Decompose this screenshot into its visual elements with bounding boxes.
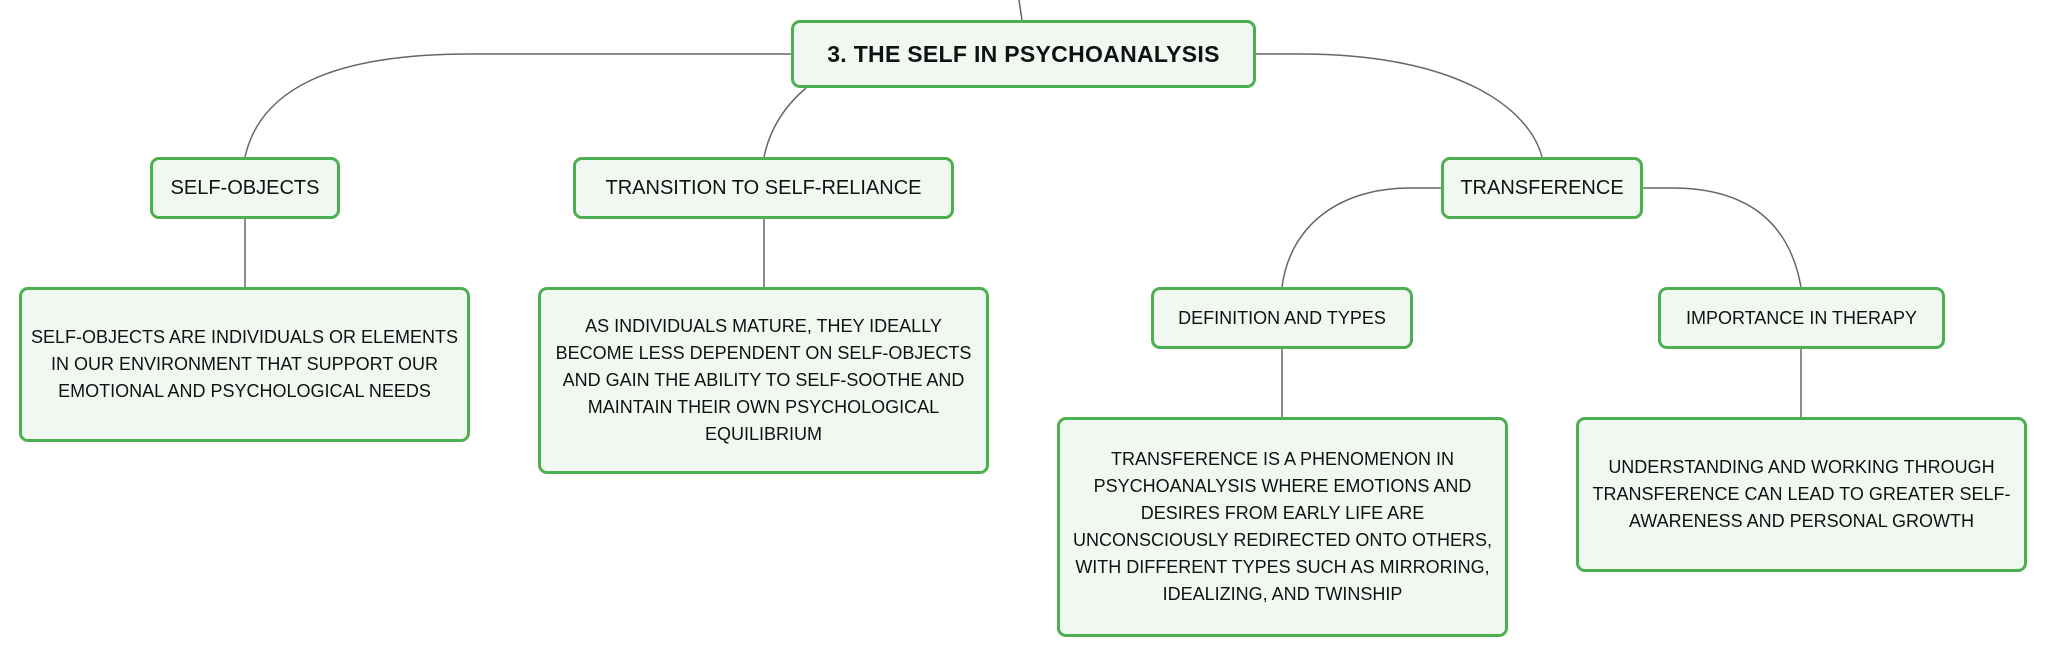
root-node-label: 3. THE SELF IN PSYCHOANALYSIS (827, 40, 1220, 67)
description-text: UNDERSTANDING AND WORKING THROUGH TRANSF… (1592, 457, 2011, 531)
description-text: AS INDIVIDUALS MATURE, THEY IDEALLY BECO… (555, 316, 972, 444)
subtopic-definition-and-types[interactable]: DEFINITION AND TYPES (1151, 287, 1413, 349)
description-importance-in-therapy[interactable]: UNDERSTANDING AND WORKING THROUGH TRANSF… (1576, 417, 2027, 572)
topic-label: TRANSFERENCE (1460, 176, 1624, 199)
topic-label: TRANSITION TO SELF-RELIANCE (605, 176, 922, 199)
topic-transference[interactable]: TRANSFERENCE (1441, 157, 1643, 219)
topic-transition-to-self-reliance[interactable]: TRANSITION TO SELF-RELIANCE (573, 157, 954, 219)
description-definition-and-types[interactable]: TRANSFERENCE IS A PHENOMENON IN PSYCHOAN… (1057, 417, 1508, 637)
description-text: TRANSFERENCE IS A PHENOMENON IN PSYCHOAN… (1072, 449, 1493, 604)
description-transition-to-self-reliance[interactable]: AS INDIVIDUALS MATURE, THEY IDEALLY BECO… (538, 287, 989, 474)
description-text: SELF-OBJECTS ARE INDIVIDUALS OR ELEMENTS… (30, 327, 459, 401)
connector-incoming-root (1018, 0, 1023, 21)
subtopic-importance-in-therapy[interactable]: IMPORTANCE IN THERAPY (1658, 287, 1945, 349)
topic-label: SELF-OBJECTS (170, 176, 320, 199)
connector-transference-definition (1281, 187, 1441, 288)
connector-root-selfobjects (244, 53, 791, 158)
subtopic-label: IMPORTANCE IN THERAPY (1685, 307, 1918, 328)
subtopic-label: DEFINITION AND TYPES (1178, 307, 1386, 328)
root-node[interactable]: 3. THE SELF IN PSYCHOANALYSIS (791, 20, 1256, 88)
description-self-objects[interactable]: SELF-OBJECTS ARE INDIVIDUALS OR ELEMENTS… (19, 287, 470, 442)
connector-transference-importance (1643, 187, 1802, 288)
connector-root-transition (763, 87, 807, 158)
connector-root-transference (1256, 53, 1543, 158)
topic-self-objects[interactable]: SELF-OBJECTS (150, 157, 340, 219)
